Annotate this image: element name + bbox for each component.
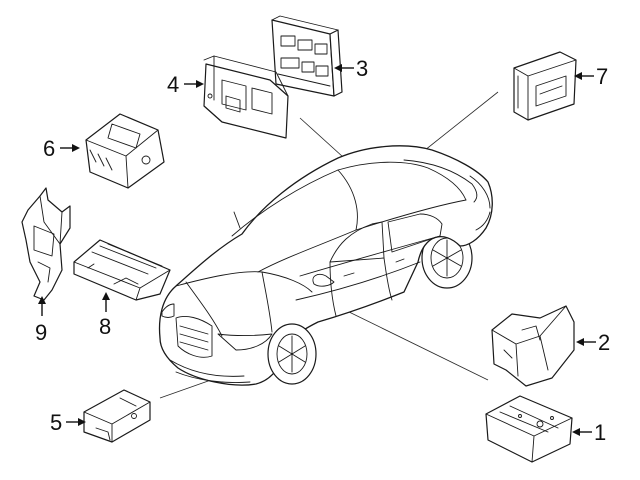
callout-number-2: 2 xyxy=(598,330,610,355)
headlight-left xyxy=(217,333,273,351)
callout-number-9: 9 xyxy=(35,320,47,345)
callout-number-7: 7 xyxy=(596,64,608,89)
side-mirror xyxy=(312,273,335,287)
part-3-module[interactable] xyxy=(271,15,343,97)
grille xyxy=(175,315,213,358)
windshield xyxy=(231,169,358,273)
leader-part-1 xyxy=(344,309,489,381)
side-windows xyxy=(329,221,385,263)
callout-9: 9 xyxy=(35,296,47,345)
callout-7: 7 xyxy=(574,64,608,89)
part-6-module[interactable] xyxy=(85,113,165,189)
callout-5: 5 xyxy=(50,410,86,435)
front-rim xyxy=(276,333,308,375)
callout-number-1: 1 xyxy=(594,420,606,445)
part-1-module[interactable] xyxy=(485,395,573,463)
part-5-module[interactable] xyxy=(83,389,151,443)
car-body xyxy=(158,145,493,386)
part-8-module[interactable] xyxy=(73,239,171,301)
callout-number-5: 5 xyxy=(50,410,62,435)
callout-number-6: 6 xyxy=(43,136,55,161)
callout-number-3: 3 xyxy=(356,56,368,81)
part-2-bracket[interactable] xyxy=(491,305,575,387)
part-4-module[interactable] xyxy=(203,55,289,139)
callout-6: 6 xyxy=(43,136,80,161)
callout-4: 4 xyxy=(167,72,204,97)
headlight-right xyxy=(161,303,175,318)
callout-number-4: 4 xyxy=(167,72,179,97)
callout-3: 3 xyxy=(334,56,368,81)
callout-8: 8 xyxy=(99,292,111,339)
part-7-module[interactable] xyxy=(513,51,577,121)
callout-number-8: 8 xyxy=(99,314,111,339)
car-illustration xyxy=(158,145,493,386)
callout-2: 2 xyxy=(576,330,610,355)
callout-1: 1 xyxy=(572,420,606,445)
part-9-bracket[interactable] xyxy=(21,187,71,301)
